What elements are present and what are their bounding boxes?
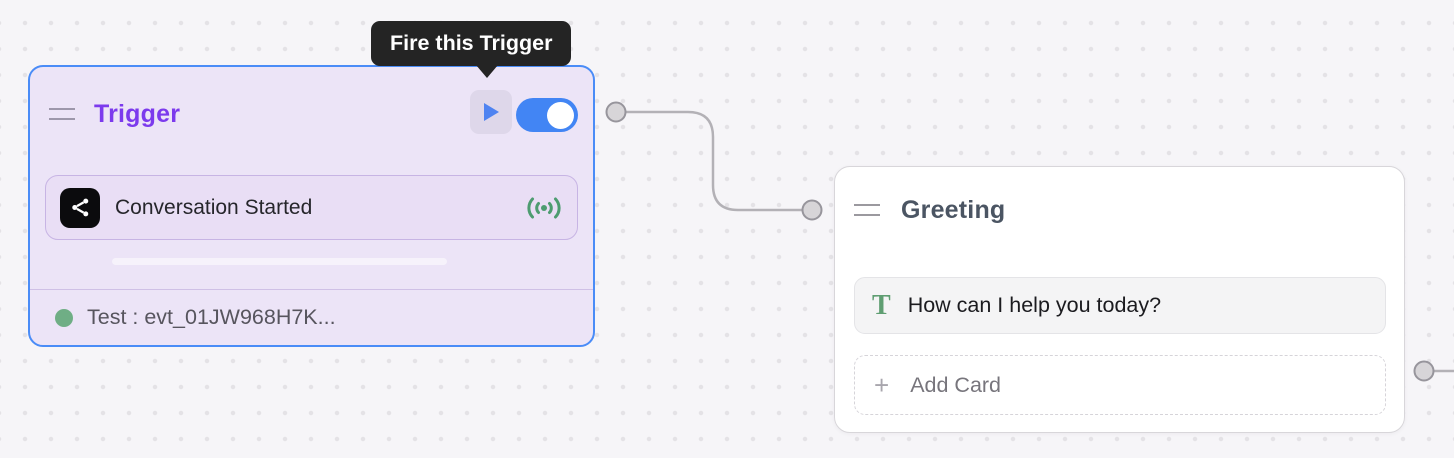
test-event-chip[interactable]: Test : evt_01JW968H7K... (30, 290, 593, 345)
text-message-card[interactable]: T How can I help you today? (854, 277, 1386, 334)
tooltip-arrow (476, 65, 498, 78)
broadcast-icon (527, 197, 561, 218)
trigger-node-title: Trigger (94, 100, 181, 128)
greeting-node[interactable]: Greeting T How can I help you today? + A… (834, 166, 1405, 433)
trigger-node[interactable]: Trigger Conversation Started (28, 65, 595, 347)
port-greeting-input[interactable] (801, 199, 823, 221)
greeting-node-title: Greeting (901, 196, 1006, 224)
drag-handle-icon[interactable] (49, 108, 75, 120)
edge-trigger-to-greeting (616, 110, 812, 212)
play-icon (484, 103, 499, 121)
test-event-label: Test : evt_01JW968H7K... (87, 305, 336, 329)
share-icon (60, 187, 100, 228)
drag-handle-icon[interactable] (854, 204, 880, 216)
tooltip-text: Fire this Trigger (390, 31, 553, 55)
conversation-started-card[interactable]: Conversation Started (45, 175, 578, 240)
add-card-label: Add Card (910, 372, 1002, 397)
trigger-enabled-toggle[interactable] (516, 98, 578, 132)
fire-trigger-button[interactable] (470, 90, 512, 134)
divider (30, 289, 593, 290)
text-card-message: How can I help you today? (907, 293, 1162, 317)
add-card-button[interactable]: + Add Card (854, 355, 1386, 415)
plus-icon: + (874, 370, 890, 400)
port-trigger-output[interactable] (605, 101, 627, 123)
fire-trigger-tooltip: Fire this Trigger (371, 21, 572, 78)
trigger-card-label: Conversation Started (115, 195, 313, 219)
status-dot (55, 308, 73, 327)
toggle-knob (547, 101, 574, 129)
text-icon: T (872, 289, 891, 321)
card-slot-hint (112, 258, 447, 265)
port-greeting-output[interactable] (1413, 360, 1435, 382)
